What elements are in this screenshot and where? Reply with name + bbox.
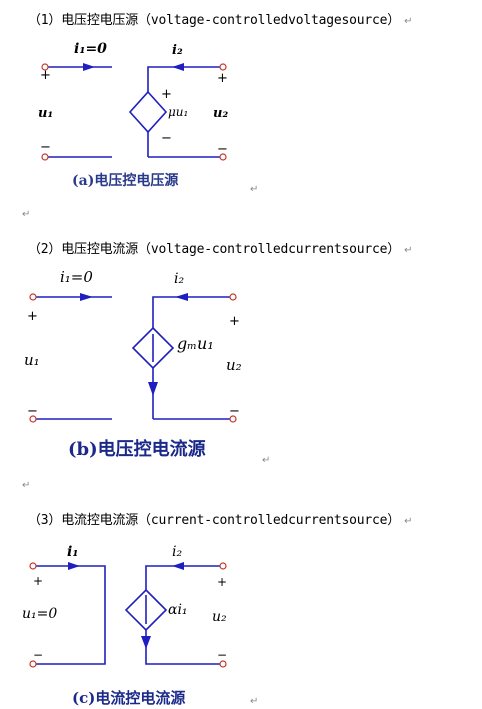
- minus-sign: −: [40, 140, 51, 155]
- terminal: [219, 562, 227, 570]
- left-current-arrow: [80, 293, 93, 301]
- paragraph-mark: ↵: [262, 455, 271, 466]
- heading-text: （1）电压控电压源（voltage-controlledvoltagesourc…: [28, 13, 401, 28]
- left-voltage-label: u₁: [38, 106, 53, 121]
- source-gain-label: αi₁: [168, 602, 188, 618]
- plus-sign: +: [27, 309, 38, 324]
- paragraph-mark: ↵: [22, 480, 31, 491]
- caption: (b)电压控电流源: [68, 438, 206, 460]
- paragraph-mark: ↵: [22, 209, 31, 220]
- terminal: [29, 562, 37, 570]
- right-voltage-label: u₂: [226, 356, 242, 374]
- right-current-label: i₂: [172, 43, 183, 58]
- minus-sign: −: [229, 404, 240, 419]
- downward-current-arrow: [148, 382, 158, 396]
- plus-sign: +: [161, 87, 172, 102]
- plus-sign: +: [33, 574, 43, 588]
- left-current-label: i₁: [67, 544, 78, 560]
- caption: (c)电流控电流源: [72, 689, 185, 707]
- source-gain-label: gₘu₁: [177, 334, 214, 353]
- plus-sign: +: [217, 575, 227, 589]
- terminal: [29, 293, 37, 301]
- paragraph-mark: ↵: [250, 184, 259, 195]
- right-current-arrow: [172, 63, 184, 71]
- plus-sign: +: [217, 71, 228, 86]
- paragraph-mark: ↵: [250, 696, 259, 707]
- left-current-arrow: [68, 562, 80, 570]
- heading-cccs: （3）电流控电流源（current-controlledcurrentsourc…: [28, 509, 412, 528]
- terminal: [219, 153, 227, 161]
- right-voltage-label: u₂: [213, 106, 228, 121]
- heading-vccs: （2）电压控电流源（voltage-controlledcurrentsourc…: [28, 238, 412, 257]
- right-wire: [152, 296, 230, 419]
- heading-vcvs: （1）电压控电压源（voltage-controlledvoltagesourc…: [28, 9, 412, 28]
- terminal: [29, 660, 37, 668]
- left-current-label: i₁=0: [74, 41, 107, 57]
- paragraph-mark: ↵: [404, 245, 413, 256]
- left-voltage-label: u₁: [24, 351, 40, 369]
- terminal: [219, 63, 227, 71]
- dependent-voltage-source: [128, 90, 168, 134]
- right-current-arrow: [172, 562, 184, 570]
- left-current-arrow: [83, 63, 95, 71]
- plus-sign: +: [229, 314, 240, 329]
- circuit-cccs: i₁ i₂ + + − − u₁=0 u₂ αi₁ (c)电流控电流源: [22, 544, 227, 707]
- right-current-arrow: [175, 293, 188, 301]
- terminal: [41, 153, 49, 161]
- downward-current-arrow: [141, 636, 151, 649]
- source-gain-label: μu₁: [168, 105, 188, 119]
- minus-sign: −: [217, 648, 227, 662]
- terminal: [41, 63, 49, 71]
- minus-sign: −: [217, 142, 228, 157]
- right-voltage-label: u₂: [212, 609, 227, 625]
- terminal: [229, 293, 237, 301]
- caption: (a)电压控电压源: [72, 172, 178, 189]
- paragraph-mark: ↵: [404, 16, 413, 27]
- left-voltage-label: u₁=0: [22, 606, 57, 622]
- heading-text: （3）电流控电流源（current-controlledcurrentsourc…: [28, 513, 401, 528]
- right-current-label: i₂: [172, 544, 182, 560]
- circuit-vccs: i₁=0 i₂ + + − − u₁ u₂ gₘu₁ (b)电压控电流源: [24, 268, 242, 460]
- terminal: [29, 415, 37, 423]
- minus-sign: −: [27, 404, 38, 419]
- minus-sign: −: [161, 131, 172, 146]
- terminal: [229, 415, 237, 423]
- paragraph-mark: ↵: [404, 516, 413, 527]
- left-current-label: i₁=0: [60, 268, 93, 286]
- heading-text: （2）电压控电流源（voltage-controlledcurrentsourc…: [28, 242, 401, 257]
- right-current-label: i₂: [174, 271, 184, 287]
- circuit-vcvs: i₁=0 i₂ + + + − − − u₁ u₂ μu₁ (a)电压控电压源: [38, 41, 228, 189]
- minus-sign: −: [33, 648, 43, 662]
- terminal: [219, 660, 227, 668]
- plus-sign: +: [40, 68, 51, 83]
